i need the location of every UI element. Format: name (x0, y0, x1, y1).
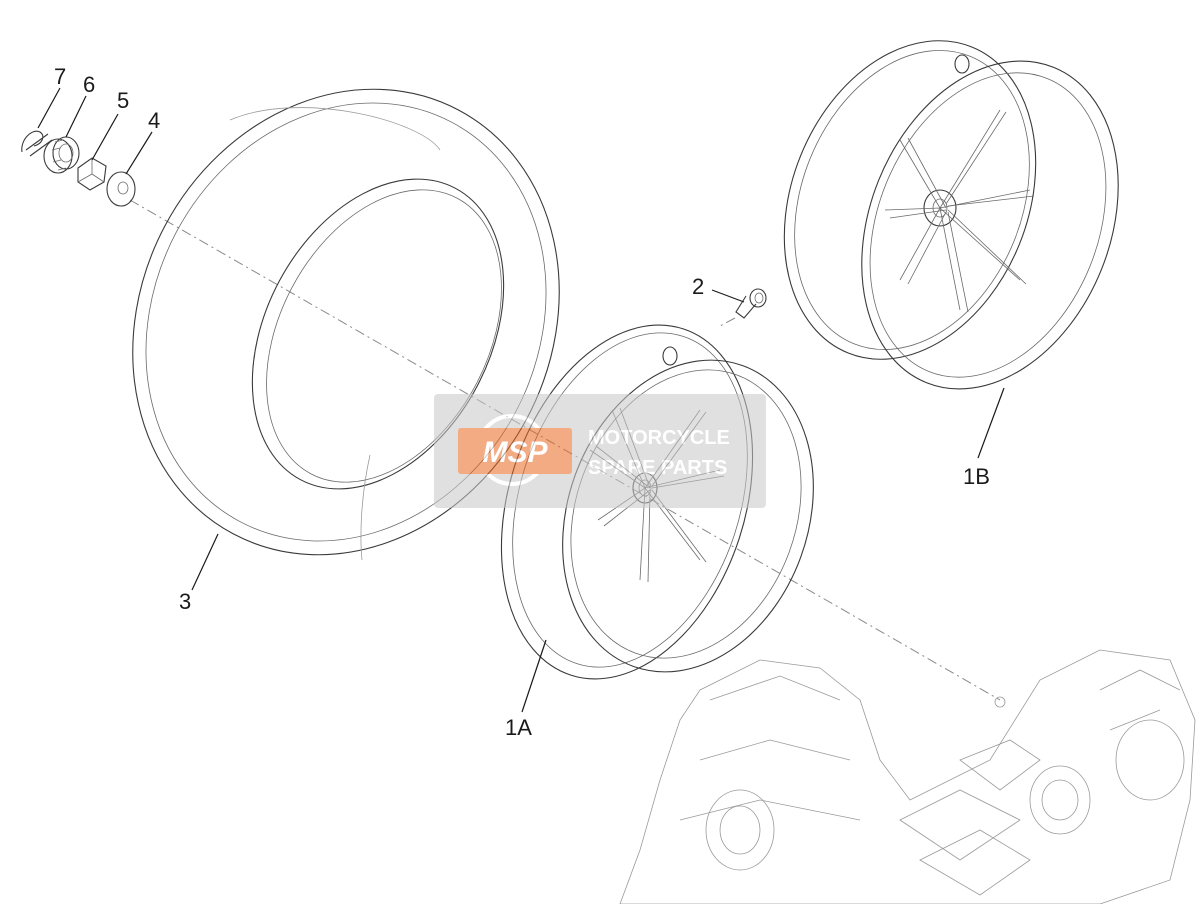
watermark-background (434, 394, 766, 508)
callout-6: 6 (83, 72, 95, 97)
part-7-cotter-pin (21, 130, 53, 157)
part-2-valve (735, 288, 767, 319)
callout-4: 4 (148, 108, 160, 133)
callout-7: 7 (54, 64, 66, 89)
leader-lines (37, 87, 1005, 713)
part-1b-wheel-rim (783, 40, 1119, 390)
callout-labels: 7 6 5 4 3 2 1A 1B (54, 64, 990, 740)
part-3-tyre (132, 88, 560, 561)
part-4-washer (106, 171, 136, 207)
watermark-logo-box (458, 428, 572, 474)
callout-1a: 1A (505, 715, 532, 740)
callout-5: 5 (117, 88, 129, 113)
callout-3: 3 (179, 589, 191, 614)
watermark: MSP MOTORCYCLE SPARE PARTS (434, 394, 766, 508)
callout-2: 2 (692, 274, 704, 299)
callout-1b: 1B (963, 464, 990, 489)
part-5-spacer (77, 157, 107, 191)
watermark-logo: MSP (482, 436, 548, 469)
part-6-castle-nut (43, 136, 80, 174)
watermark-line2: SPARE PARTS (588, 457, 727, 479)
watermark-line1: MOTORCYCLE (588, 427, 730, 449)
engine-crankcase (619, 649, 1196, 904)
